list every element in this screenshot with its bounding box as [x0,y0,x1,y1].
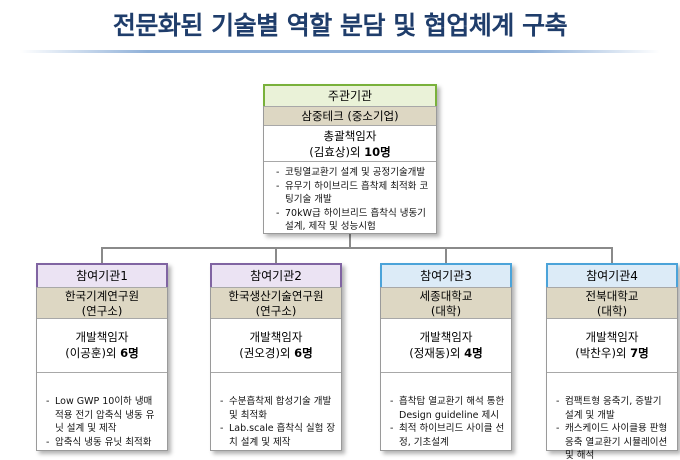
lead-task: 유무기 하이브리드 흡착제 최적화 코팅기술 개발 [276,180,430,207]
participant-personnel: 개발책임자 (이공훈)외 6명 [37,319,167,373]
participant-org-type: (연구소) [255,304,297,318]
participant-task: 수분흡착제 합성기술 개발 및 최적화 [220,395,336,422]
participant-org-name: 세종대학교 [419,289,473,303]
participant-task: 흡착탑 열교환기 해석 통한 Design guideline 제시 [390,395,506,422]
lead-personnel: 총괄책임자 (김효상)외 10명 [264,126,436,162]
participant-lead-title: 개발책임자 [249,330,303,344]
participant-org-type: (대학) [596,304,628,318]
participant-role-label: 참여기관4 [546,263,678,287]
participant-box-4: 참여기관4 전북대학교 (대학) 개발책임자 (박찬우)외 7명 컴팩트형 응축… [546,263,678,460]
participant-role-label: 참여기관2 [210,263,342,287]
participant-lead-line: (권오경)외 6명 [211,345,341,361]
participant-lead-name: (이공훈)외 [65,346,117,360]
title-underline [20,50,660,53]
lead-task-list: 코팅열교환기 설계 및 공정기술개발 유무기 하이브리드 흡착제 최적화 코팅기… [264,162,436,234]
connector-p4 [611,247,613,264]
page-title: 전문화된 기술별 역할 분담 및 협업체계 구축 [112,11,568,40]
participant-personnel: 개발책임자 (정재동)외 4명 [381,319,511,373]
participant-role-label: 참여기관3 [380,263,512,287]
participant-org-name: 전북대학교 [585,289,639,303]
participant-lead-name: (권오경)외 [239,346,291,360]
participant-task: Low GWP 10이하 냉매 적용 전기 압축식 냉동 유닛 설계 및 제작 [46,395,162,436]
lead-count: 10명 [364,145,391,159]
connector-horizontal [101,247,613,249]
participant-lead-title: 개발책임자 [419,330,473,344]
connector-main-down [349,234,351,248]
participant-task: 압축식 냉동 유닛 최적화 [46,436,162,450]
lead-title: 총괄책임자 [323,129,377,143]
connector-p3 [445,247,447,264]
participant-task: 최적 하이브리드 사이클 선정, 기초설계 [390,422,506,449]
participant-task: Lab.scale 흡착식 실험 장치 설계 및 제작 [220,422,336,449]
lead-role-label: 주관기관 [263,84,437,106]
participant-personnel: 개발책임자 (박찬우)외 7명 [547,319,677,373]
lead-name-line: (김효상)외 10명 [264,144,436,160]
participant-org: 세종대학교 (대학) [381,287,511,319]
participant-lead-name: (박찬우)외 [575,346,627,360]
participant-task: 컴팩트형 응축기, 증발기 설계 및 개발 [556,395,672,422]
participant-lead-count: 6명 [294,346,313,360]
connector-p1 [101,247,103,264]
connector-p2 [275,247,277,264]
lead-task: 70kW급 하이브리드 흡착식 냉동기 설계, 제작 및 성능시험 [276,207,430,234]
participant-org-type: (연구소) [81,304,123,318]
participant-lead-line: (정재동)외 4명 [381,345,511,361]
lead-organization-box: 주관기관 삼중테크 (중소기업) 총괄책임자 (김효상)외 10명 코팅열교환기… [263,84,437,234]
participant-org: 한국기계연구원 (연구소) [37,287,167,319]
participant-org-name: 한국생산기술연구원 [228,289,324,303]
participant-lead-count: 4명 [464,346,483,360]
lead-task: 코팅열교환기 설계 및 공정기술개발 [276,166,430,180]
participant-lead-name: (정재동)외 [409,346,461,360]
participant-org-type: (대학) [430,304,462,318]
participant-org: 전북대학교 (대학) [547,287,677,319]
participant-task-list: 수분흡착제 합성기술 개발 및 최적화 Lab.scale 흡착식 실험 장치 … [211,373,341,449]
participant-task-list: 컴팩트형 응축기, 증발기 설계 및 개발 캐스케이드 사이클용 판형 응축 열… [547,373,677,460]
participant-org: 한국생산기술연구원 (연구소) [211,287,341,319]
participant-task-list: 흡착탑 열교환기 해석 통한 Design guideline 제시 최적 하이… [381,373,511,449]
participant-lead-line: (이공훈)외 6명 [37,345,167,361]
participant-org-name: 한국기계연구원 [64,289,140,303]
participant-lead-line: (박찬우)외 7명 [547,345,677,361]
participant-lead-title: 개발책임자 [75,330,129,344]
participant-lead-title: 개발책임자 [585,330,639,344]
participant-task: 캐스케이드 사이클용 판형 응축 열교환기 시뮬레이션 및 해석 [556,422,672,460]
participant-personnel: 개발책임자 (권오경)외 6명 [211,319,341,373]
participant-lead-count: 7명 [630,346,649,360]
lead-name: (김효상)외 [309,145,361,159]
participant-box-3: 참여기관3 세종대학교 (대학) 개발책임자 (정재동)외 4명 흡착탑 열교환… [380,263,512,451]
participant-role-label: 참여기관1 [36,263,168,287]
participant-box-2: 참여기관2 한국생산기술연구원 (연구소) 개발책임자 (권오경)외 6명 수분… [210,263,342,451]
participant-box-1: 참여기관1 한국기계연구원 (연구소) 개발책임자 (이공훈)외 6명 Low … [36,263,168,451]
participant-task-list: Low GWP 10이하 냉매 적용 전기 압축식 냉동 유닛 설계 및 제작 … [37,373,167,449]
lead-org-name: 삼중테크 (중소기업) [264,106,436,126]
participant-lead-count: 6명 [120,346,139,360]
